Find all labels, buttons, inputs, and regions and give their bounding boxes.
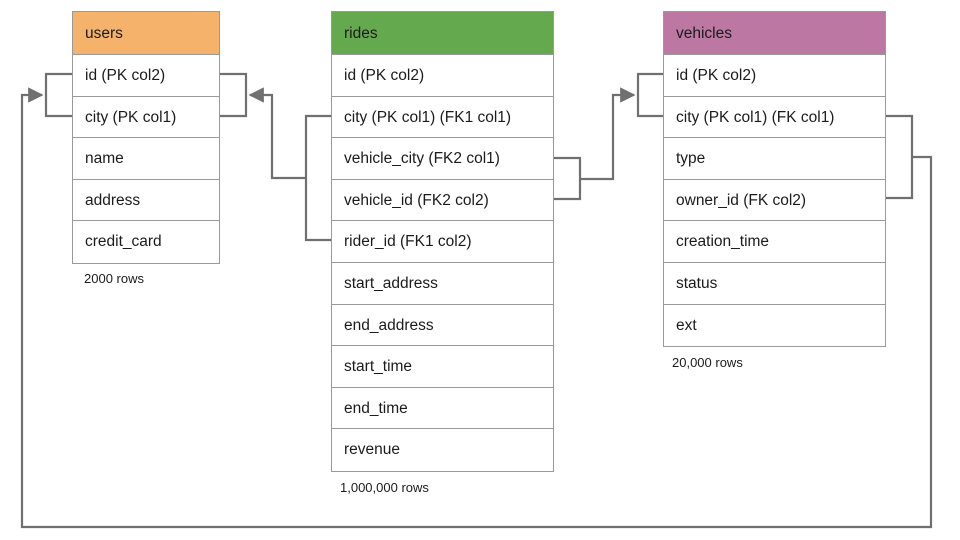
connector-rides-to-vehicles xyxy=(580,87,636,181)
entity-rides-field-start-time[interactable]: start_time xyxy=(332,346,553,388)
entity-rides-field-vehicle-id[interactable]: vehicle_id (FK2 col2) xyxy=(332,180,553,222)
entity-users[interactable]: users id (PK col2) city (PK col1) name a… xyxy=(72,11,220,264)
entity-users-row-count: 2000 rows xyxy=(84,271,144,286)
entity-rides-field-end-address[interactable]: end_address xyxy=(332,305,553,347)
entity-rides-field-rider-id[interactable]: rider_id (FK1 col2) xyxy=(332,221,553,263)
entity-vehicles-row-count: 20,000 rows xyxy=(672,355,743,370)
entity-rides-row-count: 1,000,000 rows xyxy=(340,480,429,495)
connector-rides-to-users xyxy=(248,87,306,180)
entity-vehicles-field-city[interactable]: city (PK col1) (FK col1) xyxy=(664,97,885,139)
users-left-pk-bracket xyxy=(44,72,72,118)
entity-rides-field-end-time[interactable]: end_time xyxy=(332,388,553,430)
vehicles-left-pk-bracket xyxy=(636,72,663,118)
entity-vehicles-field-owner-id[interactable]: owner_id (FK col2) xyxy=(664,180,885,222)
entity-users-field-credit-card[interactable]: credit_card xyxy=(85,233,162,251)
entity-users-field-id[interactable]: id (PK col2) xyxy=(73,55,219,97)
entity-vehicles-field-creation-time[interactable]: creation_time xyxy=(664,221,885,263)
entity-rides[interactable]: rides id (PK col2) city (PK col1) (FK1 c… xyxy=(331,11,554,472)
entity-users-field-address[interactable]: address xyxy=(73,180,219,222)
entity-vehicles[interactable]: vehicles id (PK col2) city (PK col1) (FK… xyxy=(663,11,886,348)
vehicles-fk-bracket xyxy=(886,114,914,200)
entity-users-field-name[interactable]: name xyxy=(73,138,219,180)
entity-vehicles-field-type[interactable]: type xyxy=(664,138,885,180)
entity-vehicles-field-ext[interactable]: ext xyxy=(676,316,697,334)
entity-rides-field-vehicle-city[interactable]: vehicle_city (FK2 col1) xyxy=(332,138,553,180)
entity-users-field-city[interactable]: city (PK col1) xyxy=(73,97,219,139)
entity-rides-field-city[interactable]: city (PK col1) (FK1 col1) xyxy=(332,97,553,139)
entity-vehicles-field-status[interactable]: status xyxy=(664,263,885,305)
rides-fk2-bracket xyxy=(554,156,582,201)
entity-rides-field-start-address[interactable]: start_address xyxy=(332,263,553,305)
entity-vehicles-title: vehicles xyxy=(664,12,885,55)
rides-fk1-bracket xyxy=(304,114,331,242)
entity-rides-field-revenue[interactable]: revenue xyxy=(344,441,401,459)
entity-rides-field-id[interactable]: id (PK col2) xyxy=(332,55,553,97)
entity-rides-title: rides xyxy=(332,12,553,55)
entity-vehicles-field-id[interactable]: id (PK col2) xyxy=(664,55,885,97)
users-right-pk-bracket xyxy=(220,72,248,118)
entity-users-title: users xyxy=(73,12,219,55)
